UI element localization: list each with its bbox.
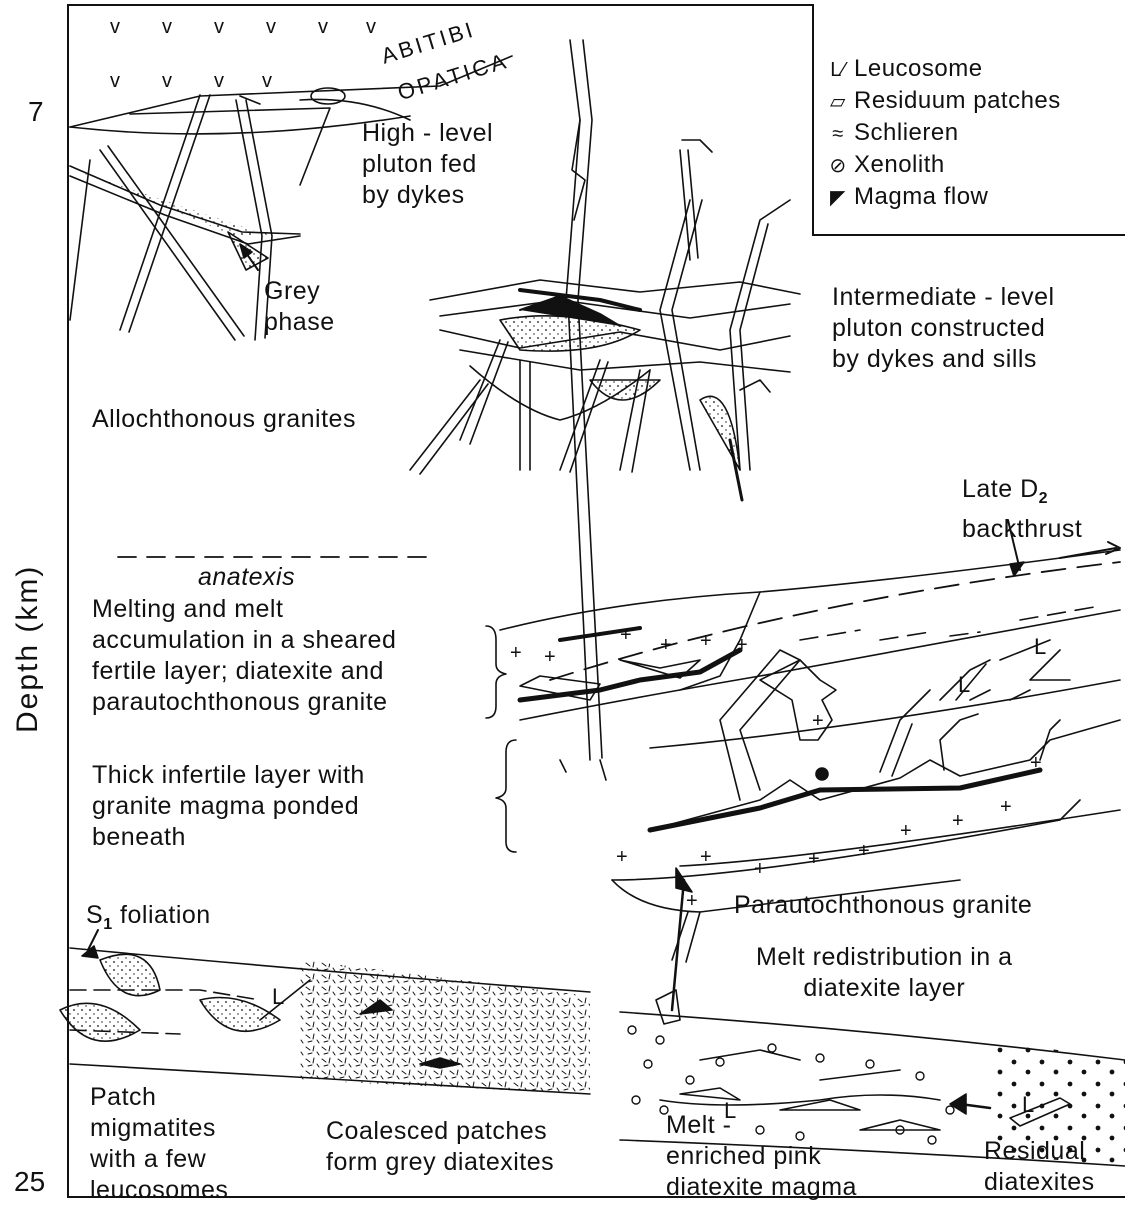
label-line: Melt - — [666, 1110, 857, 1141]
label-line: foliation — [113, 901, 211, 929]
plus-mark: + — [620, 624, 632, 647]
patch-migmatites-label: Patch migmatites with a few leucosomes — [90, 1082, 228, 1206]
v-mark: v — [366, 16, 376, 39]
leucosome-mark: L — [1022, 1092, 1034, 1118]
label-line: leucosomes — [90, 1175, 228, 1206]
plus-mark: + — [736, 634, 748, 657]
v-mark: v — [162, 16, 172, 39]
magma-flow-arrow-icon: ◤ — [822, 183, 854, 213]
legend-item-leucosome: L⁄Leucosome — [822, 54, 983, 85]
label-line: pluton constructed — [832, 313, 1055, 344]
label-line: backthrust — [962, 514, 1082, 544]
plus-mark: + — [858, 840, 870, 863]
label-line: diatexite layer — [756, 973, 1013, 1004]
label-line: accumulation in a sheared — [92, 625, 396, 656]
label-line: pluton fed — [362, 149, 493, 180]
label-line: fertile layer; diatexite and — [92, 656, 396, 687]
label-line: Late D — [962, 475, 1039, 503]
v-mark: v — [262, 70, 272, 93]
plus-mark: + — [660, 634, 672, 657]
schlieren-icon: ≈ — [822, 119, 854, 149]
legend: L⁄Leucosome ▱Residuum patches ≈Schlieren… — [812, 4, 1125, 236]
anatexis-label: anatexis — [198, 562, 295, 593]
label-line: S — [86, 901, 103, 929]
plus-mark: + — [700, 630, 712, 653]
plus-mark: + — [754, 858, 766, 881]
plus-mark: + — [686, 890, 698, 913]
v-mark: v — [266, 16, 276, 39]
label-line: Melt redistribution in a — [756, 942, 1013, 973]
label-line: Grey — [264, 276, 335, 307]
xenolith-icon: ⊘ — [822, 151, 854, 181]
plus-mark: + — [510, 642, 522, 665]
leucosome-mark: L — [1034, 634, 1046, 660]
label-line: Intermediate - level — [832, 282, 1055, 313]
high-level-pluton-label: High - level pluton fed by dykes — [362, 118, 493, 211]
label-line: with a few — [90, 1144, 228, 1175]
s1-foliation-label: S1 foliation — [86, 900, 211, 940]
melt-enriched-label: Melt - enriched pink diatexite magma — [666, 1110, 857, 1203]
plus-mark: + — [1030, 752, 1042, 775]
v-mark: v — [214, 16, 224, 39]
label-subscript: 2 — [1039, 490, 1048, 507]
legend-item-xenolith: ⊘Xenolith — [822, 150, 945, 181]
coalesced-patches-label: Coalesced patches form grey diatexites — [326, 1116, 554, 1178]
backthrust-label: Late D2 backthrust — [962, 474, 1082, 544]
label-line: Residual — [984, 1136, 1095, 1167]
label-line: form grey diatexites — [326, 1147, 554, 1178]
patch-migmatite-layer — [60, 948, 590, 1094]
label-line: High - level — [362, 118, 493, 149]
plus-mark: + — [808, 848, 820, 871]
label-line: diatexites — [984, 1167, 1095, 1198]
residual-diatexites-label: Residual diatexites — [984, 1136, 1095, 1198]
infertile-layer-label: Thick infertile layer with granite magma… — [92, 760, 365, 853]
legend-item-magma-flow: ◤Magma flow — [822, 182, 988, 213]
label-line: parautochthonous granite — [92, 687, 396, 718]
parautochthonous-granite-label: Parautochthonous granite — [734, 890, 1032, 921]
depth-tick-top: 7 — [28, 96, 44, 128]
plus-mark: + — [1000, 796, 1012, 819]
legend-item-residuum: ▱Residuum patches — [822, 86, 1061, 117]
plus-mark: + — [700, 846, 712, 869]
v-mark: v — [214, 70, 224, 93]
v-mark: v — [110, 16, 120, 39]
leucosome-mark: L — [272, 984, 284, 1010]
plus-mark: + — [812, 710, 824, 733]
v-mark: v — [162, 70, 172, 93]
label-line: diatexite magma — [666, 1172, 857, 1203]
v-mark: v — [318, 16, 328, 39]
label-line: migmatites — [90, 1113, 228, 1144]
label-line: enriched pink — [666, 1141, 857, 1172]
leucosome-mark: L — [958, 672, 970, 698]
depth-tick-bottom: 25 — [14, 1166, 45, 1198]
label-line: Patch — [90, 1082, 228, 1113]
melting-layer-label: Melting and melt accumulation in a shear… — [92, 594, 396, 718]
label-line: phase — [264, 307, 335, 338]
intermediate-pluton-label: Intermediate - level pluton constructed … — [832, 282, 1055, 375]
melt-redistribution-label: Melt redistribution in a diatexite layer — [756, 942, 1013, 1004]
depth-axis-label: Depth (km) — [11, 573, 45, 733]
label-line: Melting and melt — [92, 594, 396, 625]
label-line: granite magma ponded — [92, 791, 365, 822]
allochthonous-granites-label: Allochthonous granites — [92, 404, 356, 435]
residuum-patch-icon: ▱ — [822, 87, 854, 117]
leucosome-icon: L⁄ — [822, 55, 854, 85]
label-line: Coalesced patches — [326, 1116, 554, 1147]
leucosome-mark: L — [724, 1098, 736, 1124]
grey-phase-label: Grey phase — [264, 276, 335, 338]
label-line: Thick infertile layer with — [92, 760, 365, 791]
label-line: by dykes — [362, 180, 493, 211]
plus-mark: + — [900, 820, 912, 843]
label-line: beneath — [92, 822, 365, 853]
plus-mark: + — [952, 810, 964, 833]
label-subscript: 1 — [103, 916, 112, 933]
v-mark: v — [110, 70, 120, 93]
plus-mark: + — [544, 646, 556, 669]
legend-item-schlieren: ≈Schlieren — [822, 118, 959, 149]
label-line: by dykes and sills — [832, 344, 1055, 375]
intermediate-pluton — [410, 40, 800, 500]
plus-mark: + — [616, 846, 628, 869]
